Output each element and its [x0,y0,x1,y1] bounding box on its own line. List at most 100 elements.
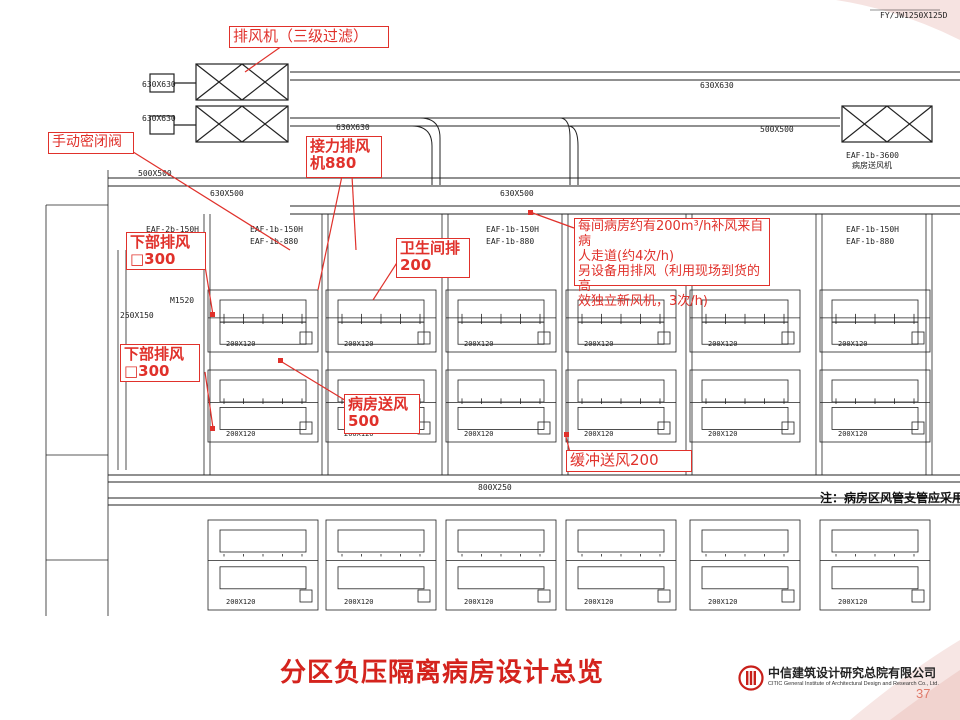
ward-note-line: 效独立新风机，3次/h) [578,293,708,309]
dim-label: 200X120 [226,340,256,348]
ward-room [819,369,931,443]
unit-tag: EAF-1b-150H [250,225,303,234]
duct-label: 630X630 [142,114,176,123]
supply-fan-unit [841,105,933,143]
door-box [911,589,925,603]
dim-label: 200X120 [344,340,374,348]
ward-room [565,519,677,611]
door-box [657,331,671,345]
door-tag: M1520 [170,296,194,305]
ward-room [207,519,319,611]
door-box [299,331,313,345]
ward-room [689,519,801,611]
duct-branch [457,407,545,430]
ward-room [689,289,801,353]
duct-branch [577,407,665,430]
duct-branch [219,529,307,553]
unit-tag: EAF-2b-150H [146,225,199,234]
door-box [911,421,925,435]
building-walls [45,170,127,616]
duct-branch [219,407,307,430]
door-box [537,421,551,435]
footer-decoration [850,640,960,720]
ward-room [565,369,677,443]
callout-booster-exhaust: 接力排风机880 [306,136,382,178]
duct-branch [577,529,665,553]
duct-label: 630X630 [336,123,370,132]
duct-label: 500X500 [138,169,172,178]
door-box [417,331,431,345]
ward-room [445,369,557,443]
door-box [781,331,795,345]
duct-branch [701,529,789,553]
drawing-note: 注：病房区风管支管应采用 [820,490,960,505]
door-box [911,331,925,345]
dim-label: 200X120 [584,598,614,606]
duct-branch [457,566,545,590]
duct-label: 630X500 [210,189,244,198]
dim-label: 200X120 [344,430,374,438]
dim-label: 200X120 [708,598,738,606]
fan-tag-sub: 病房送风机 [852,160,892,170]
exhaust-fan-units [149,63,289,143]
fan-tag-top: FY/JW1250X125D [880,11,948,20]
duct-label: 630X500 [500,189,534,198]
supply-duct-main [108,71,960,215]
dim-label: 200X120 [584,430,614,438]
duct-branch [457,529,545,553]
callout-ward-supply: 病房送风500 [344,394,420,434]
ward-room [445,289,557,353]
dim-label: 200X120 [584,340,614,348]
ward-room [565,289,677,353]
ward-room [325,519,437,611]
duct-branch [831,529,919,553]
duct-label: 630X630 [142,80,176,89]
duct-branch [337,566,425,590]
duct-label: 630X630 [700,81,734,90]
ward-room [445,519,557,611]
dim-label: 200X120 [464,598,494,606]
slide-footer [0,616,960,720]
fan-tag: EAF-1b-3600 [846,151,899,160]
duct-branch [577,566,665,590]
ward-room [325,369,437,443]
door-box [299,421,313,435]
dim-label: 200X120 [708,340,738,348]
callout-exhaust-fan: 排风机（三级过滤） [229,26,389,48]
duct-branch [831,407,919,430]
ward-note-line: 另设备用排风（利用现场到货的高 [578,263,761,294]
dim-label: 200X120 [838,340,868,348]
callout-leaders [129,45,575,461]
ward-room [689,369,801,443]
unit-tag: EAF-1b-880 [846,237,894,246]
ward-room [207,369,319,443]
ward-note-line: 人走道(约4次/h) [578,248,675,264]
door-box [537,589,551,603]
unit-tag: EAF-1b-880 [486,237,534,246]
ward-room [819,519,931,611]
hvac-floor-plan: FY/JW1250X125D 630X6 [45,0,960,616]
ward-note-line: 每间病房约有200m³/h补风来自病 [578,219,764,249]
dim-label: 200X120 [838,598,868,606]
callout-lower-exhaust-1: 下部排风□300 [126,232,206,270]
callout-lower-exhaust-2: 下部排风□300 [120,344,200,382]
duct-branch [831,566,919,590]
duct-branch [219,566,307,590]
door-box [657,421,671,435]
ward-modules-upper: 200X120 200X120 200X120 200X120 200X120 200X1… [203,214,933,475]
corridor-lines [108,474,960,506]
callout-buffer-supply: 缓冲送风200 [566,450,692,472]
dim-label: 200X120 [464,430,494,438]
door-box [299,589,313,603]
door-box [781,589,795,603]
dim-label: 200X120 [226,598,256,606]
ward-modules-lower: 200X120 200X120 200X120 200X120 200X120 200X1… [207,519,931,611]
duct-branch [337,529,425,553]
unit-tag: EAF-1b-150H [486,225,539,234]
unit-tag: EAF-1b-880 [250,237,298,246]
duct-branch [701,407,789,430]
dim-label: 200X120 [344,598,374,606]
dim-label: 250X150 [120,311,154,320]
callout-toilet-exhaust: 卫生间排200 [396,238,470,278]
duct-branch [701,566,789,590]
